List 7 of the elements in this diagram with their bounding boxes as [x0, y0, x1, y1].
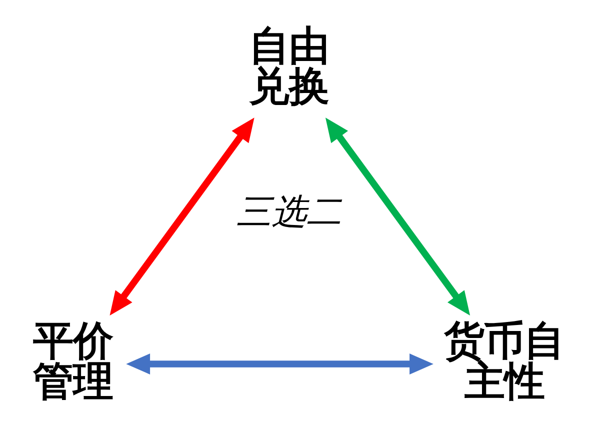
label: 三选二	[236, 192, 342, 233]
arrow	[110, 118, 254, 316]
node-text: 平价管理	[33, 316, 114, 406]
arrow	[325, 118, 470, 316]
node-text: 自由兑换	[248, 22, 329, 110]
arrow	[126, 354, 434, 374]
node-text: 货币自主性	[444, 316, 564, 406]
